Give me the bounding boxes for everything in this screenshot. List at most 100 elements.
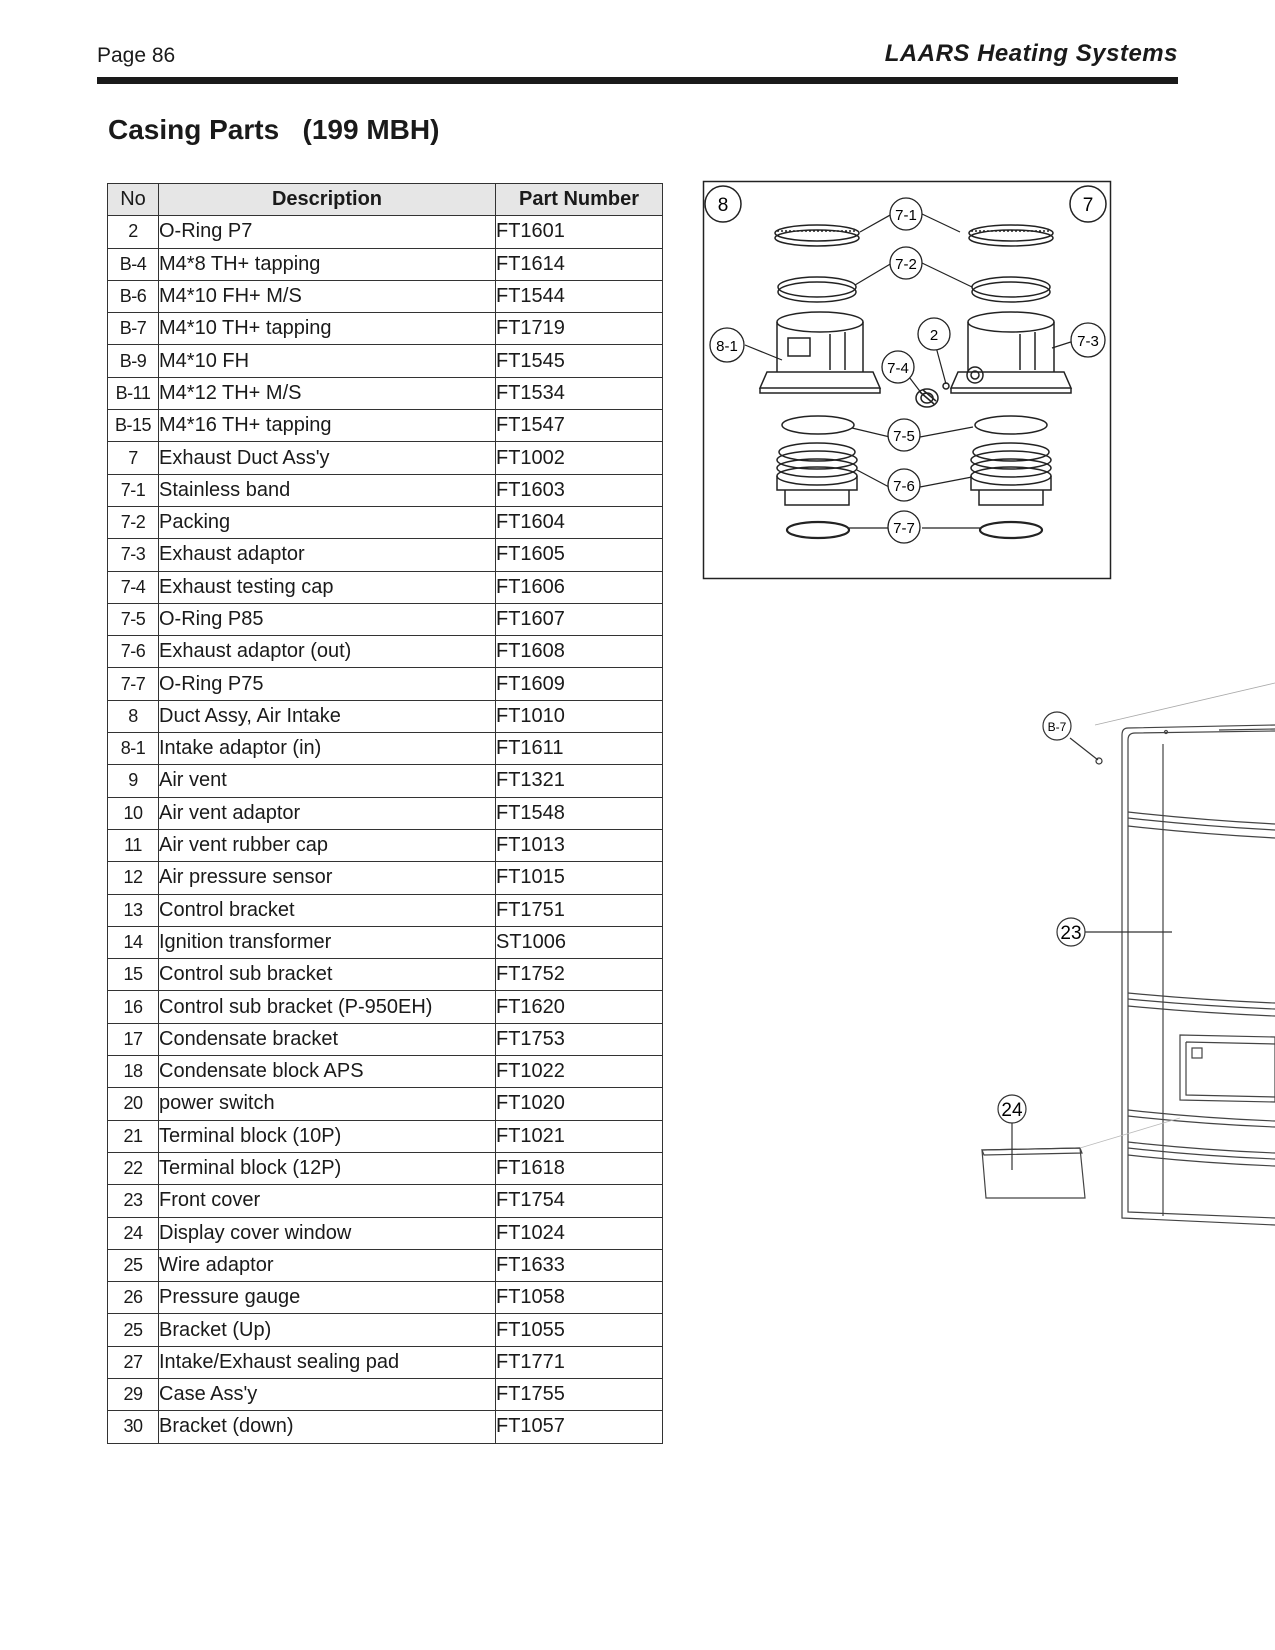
front-cover-diagram [981, 682, 1275, 1226]
diagram-frame [702, 180, 1112, 580]
part-number-cell: FT1633 [495, 1248, 663, 1283]
callout-8-1: 8-1 [709, 327, 745, 363]
part-description-cell: Terminal block (12P) [158, 1151, 496, 1186]
part-no-cell: B-6 [107, 279, 159, 314]
callout-8: 8 [704, 185, 742, 223]
svg-text:8: 8 [718, 195, 729, 216]
part-description-cell: Packing [158, 505, 496, 540]
part-description-cell: Case Ass'y [158, 1377, 496, 1412]
part-number-cell: FT1013 [495, 828, 663, 863]
part-no-cell: 25 [107, 1313, 159, 1347]
callout-7: 7 [1069, 185, 1107, 223]
header-rule [97, 77, 1178, 84]
part-number-cell: FT1545 [495, 344, 663, 378]
part-number-cell: FT1614 [495, 247, 663, 281]
part-no-cell: 9 [107, 764, 159, 798]
part-number-cell: FT1608 [495, 635, 663, 669]
callout-7-4: 7-4 [881, 350, 915, 384]
svg-text:2: 2 [930, 327, 938, 344]
part-number-cell: FT1753 [495, 1022, 663, 1057]
part-no-cell: 7-2 [107, 505, 159, 540]
part-no-cell: 29 [107, 1377, 159, 1412]
part-no-cell: B-15 [107, 409, 159, 443]
part-number-cell: FT1603 [495, 473, 663, 507]
svg-text:7-6: 7-6 [893, 478, 915, 495]
svg-text:7-2: 7-2 [895, 256, 917, 273]
svg-text:B-7: B-7 [1048, 720, 1067, 734]
part-description-cell: Bracket (down) [158, 1410, 496, 1444]
callout-23: 23 [1056, 917, 1086, 947]
part-description-cell: Pressure gauge [158, 1281, 496, 1315]
svg-text:24: 24 [1001, 1100, 1023, 1121]
part-description-cell: M4*10 FH [158, 344, 496, 378]
part-no-cell: 7-5 [107, 602, 159, 637]
part-description-cell: Condensate bracket [158, 1022, 496, 1057]
part-description-cell: O-Ring P85 [158, 602, 496, 637]
part-description-cell: Exhaust adaptor (out) [158, 635, 496, 669]
svg-text:7-4: 7-4 [887, 360, 909, 377]
part-number-cell: FT1751 [495, 893, 663, 927]
part-no-cell: 26 [107, 1281, 159, 1315]
part-no-cell: 16 [107, 990, 159, 1024]
part-description-cell: Duct Assy, Air Intake [158, 699, 496, 734]
svg-text:7-1: 7-1 [895, 207, 917, 224]
part-number-cell: FT1609 [495, 667, 663, 701]
part-no-cell: 10 [107, 796, 159, 830]
part-no-cell: 21 [107, 1119, 159, 1153]
part-number-cell: FT1618 [495, 1151, 663, 1186]
callout-7-2: 7-2 [889, 246, 923, 280]
part-number-cell: FT1544 [495, 279, 663, 314]
svg-text:23: 23 [1060, 923, 1081, 944]
part-number-cell: FT1601 [495, 215, 663, 249]
part-description-cell: M4*8 TH+ tapping [158, 247, 496, 281]
callout-2: 2 [917, 317, 951, 351]
part-number-cell: FT1321 [495, 764, 663, 798]
part-description-cell: Front cover [158, 1184, 496, 1218]
part-description-cell: Wire adaptor [158, 1248, 496, 1283]
part-number-cell: FT1547 [495, 409, 663, 443]
part-number-cell: FT1534 [495, 376, 663, 411]
part-description-cell: Air vent [158, 764, 496, 798]
part-no-cell: 11 [107, 828, 159, 863]
svg-text:7: 7 [1083, 195, 1094, 216]
part-no-cell: 7-6 [107, 635, 159, 669]
part-no-cell: 24 [107, 1216, 159, 1250]
part-no-cell: 8-1 [107, 732, 159, 766]
svg-text:8-1: 8-1 [716, 338, 738, 355]
part-no-cell: 12 [107, 861, 159, 895]
cover-callouts: B-7 23 24 [997, 711, 1086, 1124]
part-no-cell: 25 [107, 1248, 159, 1283]
part-no-cell: 17 [107, 1022, 159, 1057]
column-header-description: Description [158, 182, 496, 217]
part-no-cell: 7-4 [107, 570, 159, 604]
part-number-cell: FT1755 [495, 1377, 663, 1412]
callout-24: 24 [997, 1094, 1027, 1124]
part-description-cell: Intake adaptor (in) [158, 732, 496, 766]
page-title: Casing Parts (199 MBH) [108, 114, 440, 145]
svg-text:7-3: 7-3 [1077, 333, 1099, 350]
column-header-no: No [107, 182, 159, 217]
